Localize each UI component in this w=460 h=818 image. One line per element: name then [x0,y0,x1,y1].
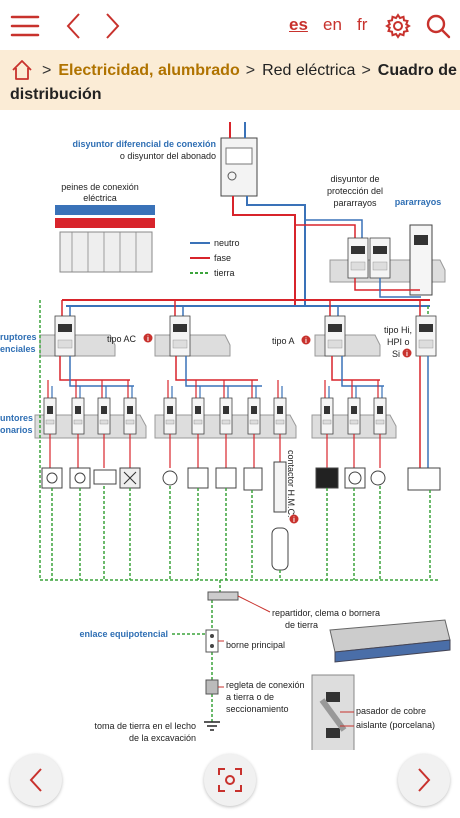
main-breaker-sublabel: o disyuntor del abonado [120,151,216,161]
comb-label-2: eléctrica [83,193,117,203]
breadcrumb-current-continued: distribución [10,86,102,103]
lang-es[interactable]: es [289,15,308,34]
contactor-label: contactor H.M.C. [286,450,296,518]
type-hi-label-1: tipo Hi, [384,325,412,335]
ground-strip [205,679,219,695]
gear-icon[interactable] [378,6,418,46]
breadcrumb-current: Cuadro de [377,62,457,79]
chevron-left-icon[interactable] [54,6,94,46]
insulator-label: aislante (porcelana) [356,720,435,730]
info-icon[interactable]: i [301,335,311,346]
ground-rod-label-2: de la excavación [129,733,196,743]
hamburger-menu-icon[interactable] [5,6,45,46]
main-terminal-label: borne principal [226,640,285,650]
focus-frame-icon[interactable] [204,754,256,806]
surge-breaker-label-2: protección del [327,186,383,196]
type-a-label: tipo A [272,336,295,346]
load-devices [41,461,441,571]
info-icon[interactable]: i [289,514,299,525]
info-icon[interactable]: i [402,348,412,359]
bottom-toolbar [0,748,460,818]
main-terminal [205,629,219,653]
differential-switches-label-2: enciales [0,344,36,354]
svg-text:i: i [305,338,307,345]
chevron-right-icon[interactable] [92,6,132,46]
legend-neutral: neutro [214,238,240,248]
differential-switches-label-1: ruptores [0,332,37,342]
copper-pin-label: pasador de cobre [356,706,426,716]
ground-symbol [204,721,220,731]
breadcrumb-separator: > [245,62,256,79]
divisional-switches-label-2: onarios [0,425,33,435]
main-breaker [220,122,258,197]
ground-strip-label-1: regleta de conexión [226,680,305,690]
divisional-switches-label-1: untores [0,413,33,423]
info-icon[interactable]: i [143,333,153,344]
svg-text:i: i [147,336,149,343]
home-icon[interactable] [10,58,36,84]
comb-label: peines de conexión [61,182,139,192]
arrow-right-icon[interactable] [398,754,450,806]
earth-network [39,300,438,722]
svg-text:i: i [406,351,408,358]
breadcrumb: > Electricidad, alumbrado > Red eléctric… [0,50,460,110]
surge-breaker [329,224,446,296]
connection-comb-illustration [55,205,155,273]
breadcrumb-separator: > [42,62,52,79]
divisional-switch-row [34,397,397,439]
wire-legend [190,242,210,274]
top-toolbar: es en fr [0,0,460,50]
distributor-label-1: repartidor, clema o bornera [272,608,380,618]
ground-strip-label-3: seccionamiento [226,704,289,714]
breadcrumb-level1-link[interactable]: Electricidad, alumbrado [58,62,240,79]
equipotential-label: enlace equipotencial [79,629,168,639]
type-hi-label-3: Si [392,349,400,359]
surge-arrester-label: pararrayos [395,197,442,207]
distributor-label-2: de tierra [285,620,318,630]
breadcrumb-level2-link[interactable]: Red eléctrica [262,62,356,79]
surge-breaker-label-1: disyuntor de [330,174,379,184]
svg-text:i: i [293,517,295,524]
lang-fr[interactable]: fr [357,15,368,34]
lang-en[interactable]: en [323,15,342,34]
legend-earth: tierra [214,268,235,278]
earth-distributor [207,591,239,601]
type-hi-label-2: HPI o [387,337,410,347]
type-ac-label: tipo AC [107,334,137,344]
surge-breaker-label-3: pararrayos [333,198,377,208]
differential-switch-row [39,315,437,357]
search-icon[interactable] [418,6,458,46]
distribution-board-diagram[interactable]: disyuntor diferencial de conexión o disy… [0,110,460,750]
breadcrumb-separator: > [361,62,371,79]
earth-bar-illustration [329,619,451,663]
ground-strip-label-2: a tierra o de [226,692,274,702]
main-breaker-label: disyuntor diferencial de conexión [72,139,216,149]
arrow-left-icon[interactable] [10,754,62,806]
ground-rod-label-1: toma de tierra en el lecho [94,721,196,731]
legend-phase: fase [214,253,231,263]
